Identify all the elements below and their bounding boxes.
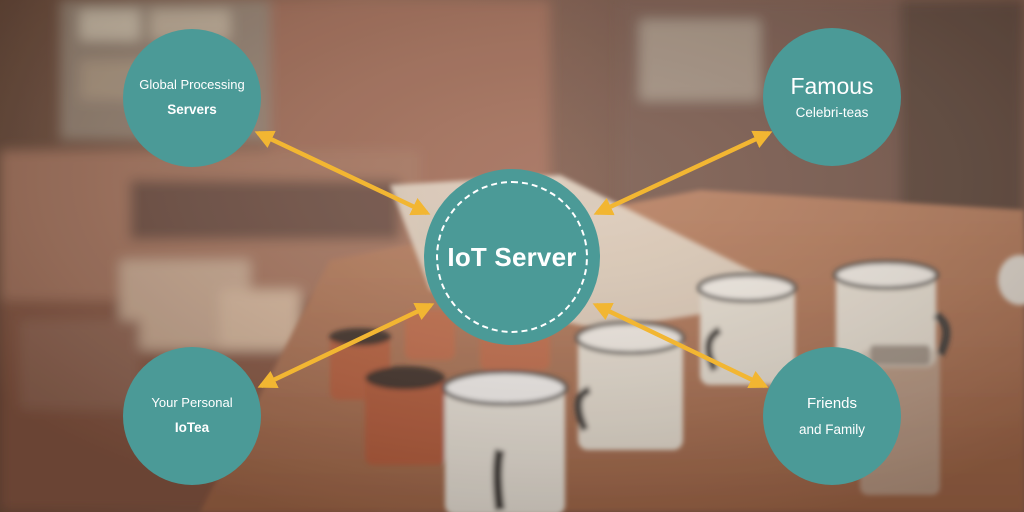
arrow-famous (593, 130, 773, 216)
arrow-your-personal (257, 302, 435, 389)
your-personal-line1: Your Personal (151, 395, 233, 411)
friends-line1: Friends (806, 395, 858, 413)
famous-line2: Celebri-teas (795, 105, 869, 121)
global-processing-line2: Servers (167, 101, 217, 117)
friends-node: Friends and Family (763, 347, 901, 485)
iot-server-label: IoT Server (447, 241, 577, 272)
global-processing-node: Global Processing Servers (123, 29, 261, 167)
arrow-friends (592, 302, 769, 389)
your-personal-line2: IoTea (174, 419, 210, 435)
friends-line2: and Family (798, 421, 866, 437)
your-personal-node: Your Personal IoTea (123, 347, 261, 485)
arrow-global-processing (254, 130, 431, 216)
dashed-ring (436, 181, 588, 333)
global-processing-line1: Global Processing (139, 77, 245, 93)
famous-node: Famous Celebri-teas (763, 28, 901, 166)
iot-server-node: IoT Server (424, 169, 600, 345)
famous-line1: Famous (790, 72, 874, 99)
